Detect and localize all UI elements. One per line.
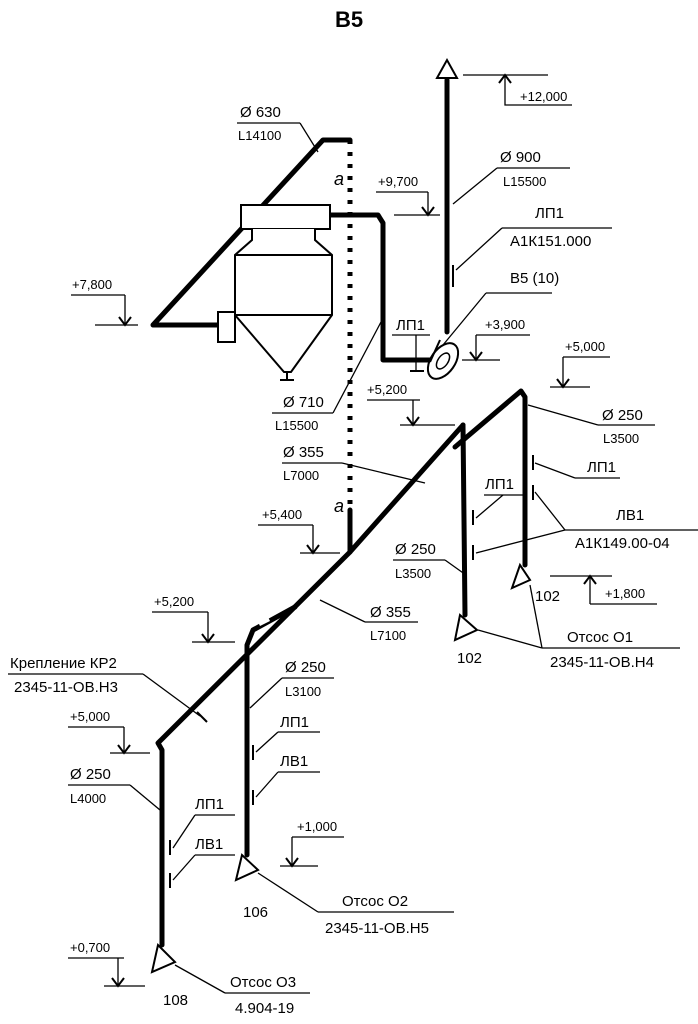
cyclone-head bbox=[240, 204, 331, 230]
label-code-o1: 2345-11-ОВ.Н4 bbox=[550, 654, 654, 671]
terminal-106 bbox=[234, 853, 260, 882]
pipe-250d-len: L4000 bbox=[70, 791, 106, 806]
elev-12000: +12,000 bbox=[520, 89, 567, 104]
label-code-o3: 4.904-19 bbox=[235, 1000, 294, 1017]
pipe-labels: Ø 630 L14100 Ø 900 L15500 Ø 710 L15500 Ø… bbox=[68, 104, 655, 811]
fan-b5 bbox=[426, 339, 460, 380]
pipe-355a-len: L7000 bbox=[283, 468, 319, 483]
label-lp1-mid: ЛП1 bbox=[485, 476, 514, 493]
label-otsos-o3: Отсос О3 bbox=[230, 974, 296, 991]
elev-5200-mid: +5,200 bbox=[367, 382, 407, 397]
label-lp1-top: ЛП1 bbox=[396, 317, 425, 334]
label-otsos-o2: Отсос О2 bbox=[342, 893, 408, 910]
component-labels: ЛП1 А1К151.000 В5 (10) ЛП1 ЛП1 ЛВ1 А1К14… bbox=[8, 205, 698, 1017]
pipe-250b-dia: Ø 250 bbox=[395, 541, 436, 558]
elev-7800: +7,800 bbox=[72, 277, 112, 292]
cyclone-equipment bbox=[217, 140, 353, 510]
pipe-355-upper bbox=[347, 422, 466, 555]
elev-5000-left: +5,000 bbox=[70, 709, 110, 724]
pipe-250b-len: L3500 bbox=[395, 566, 431, 581]
terminals bbox=[150, 562, 532, 974]
pipe-900-len: L15500 bbox=[503, 174, 546, 189]
label-lp1-d: ЛП1 bbox=[195, 796, 224, 813]
pipe-355-lower bbox=[155, 549, 353, 948]
pipe-710-len: L15500 bbox=[275, 418, 318, 433]
label-otsos-o1: Отсос О1 bbox=[567, 629, 633, 646]
elevation-markers: +12,000 +9,700 +7,800 +3,900 +5,000 +5,2… bbox=[68, 73, 657, 988]
label-lp1-stack: ЛП1 bbox=[535, 205, 564, 222]
drop-102-mid bbox=[460, 422, 468, 618]
label-kreplenie: Крепление КР2 bbox=[10, 655, 117, 672]
elev-1800: +1,800 bbox=[605, 586, 645, 601]
pipe-355b-len: L7100 bbox=[370, 628, 406, 643]
label-code-o2: 2345-11-ОВ.Н5 bbox=[325, 920, 429, 937]
pipe-355a-dia: Ø 355 bbox=[283, 444, 324, 461]
stack-arrow-icon bbox=[435, 57, 459, 79]
elev-0700: +0,700 bbox=[70, 940, 110, 955]
elev-5400: +5,400 bbox=[262, 507, 302, 522]
elev-5200-left: +5,200 bbox=[154, 594, 194, 609]
pipe-710-dia: Ø 710 bbox=[283, 394, 324, 411]
label-lv1-right: ЛВ1 bbox=[616, 507, 644, 524]
pipe-710-outlet bbox=[327, 212, 435, 363]
pipe-250c-len: L3100 bbox=[285, 684, 321, 699]
elev-1000: +1,000 bbox=[297, 819, 337, 834]
label-lv1-c: ЛВ1 bbox=[280, 753, 308, 770]
label-lp1-c: ЛП1 bbox=[280, 714, 309, 731]
pipe-630-dia: Ø 630 bbox=[240, 104, 281, 121]
label-a1k149: А1К149.00-04 bbox=[575, 535, 670, 552]
pipe-250a-len: L3500 bbox=[603, 431, 639, 446]
terminal-108 bbox=[150, 943, 177, 974]
pipe-250d-dia: Ø 250 bbox=[70, 766, 111, 783]
label-a1k151: А1К151.000 bbox=[510, 233, 591, 250]
label-b5-10: В5 (10) bbox=[510, 270, 559, 287]
pipe-250a-dia: Ø 250 bbox=[602, 407, 643, 424]
label-102-right: 102 bbox=[535, 588, 560, 605]
mark-a-top: a bbox=[334, 169, 344, 189]
elev-9700: +9,700 bbox=[378, 174, 418, 189]
label-code-kr2: 2345-11-ОВ.Н3 bbox=[14, 679, 118, 696]
pipe-250c-dia: Ø 250 bbox=[285, 659, 326, 676]
pipe-250-106 bbox=[244, 604, 298, 858]
pipe-630-len: L14100 bbox=[238, 128, 281, 143]
valve-ticks bbox=[169, 265, 534, 888]
terminal-102-mid bbox=[453, 613, 479, 642]
label-lp1-right: ЛП1 bbox=[587, 459, 616, 476]
cyclone-inlet bbox=[217, 311, 236, 343]
scheme-title: B5 bbox=[335, 7, 363, 32]
pipe-900-dia: Ø 900 bbox=[500, 149, 541, 166]
elev-5000-right: +5,000 bbox=[565, 339, 605, 354]
pipe-355b-dia: Ø 355 bbox=[370, 604, 411, 621]
mark-a-bottom: a bbox=[334, 496, 344, 516]
elev-3900: +3,900 bbox=[485, 317, 525, 332]
label-106: 106 bbox=[243, 904, 268, 921]
pipe-630 bbox=[150, 137, 353, 328]
terminal-102-right bbox=[510, 562, 532, 590]
pipe-250-right bbox=[452, 388, 528, 568]
cyclone-body bbox=[234, 229, 333, 373]
label-108: 108 bbox=[163, 992, 188, 1009]
label-102-mid: 102 bbox=[457, 650, 482, 667]
label-lv1-d: ЛВ1 bbox=[195, 836, 223, 853]
